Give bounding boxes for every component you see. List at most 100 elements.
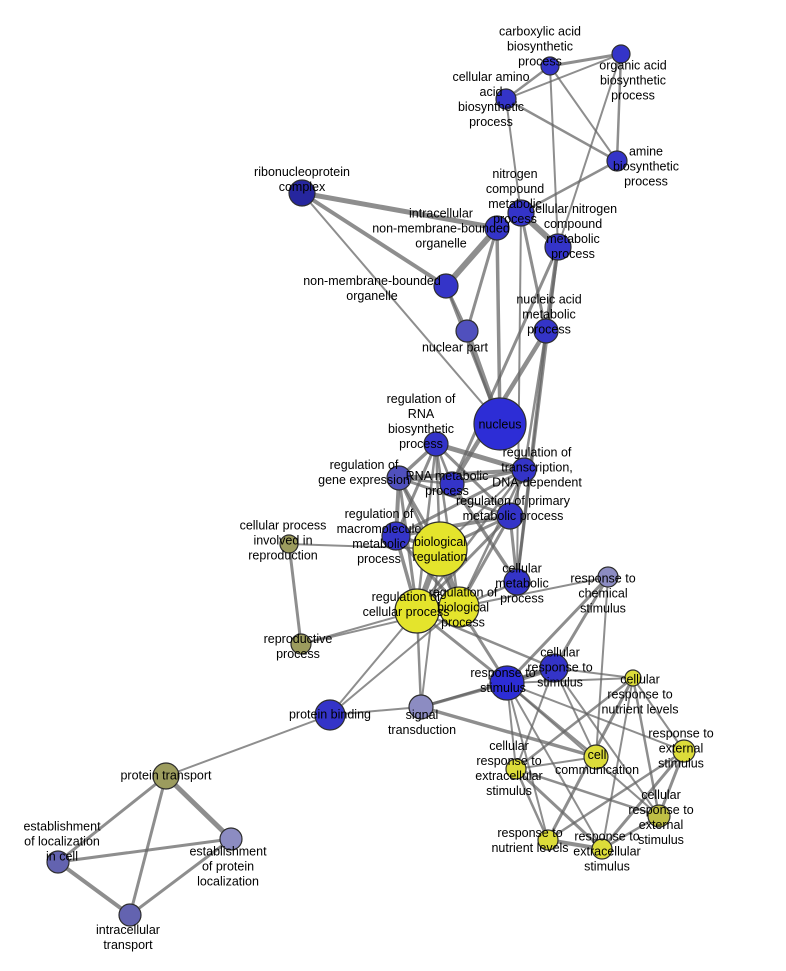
node-non-membrane-bounded-organelle[interactable] bbox=[433, 273, 459, 299]
node-amine-biosynthetic-process[interactable] bbox=[606, 150, 628, 172]
edge-cellular-response-to-nutrient-levels--cellular-response-to-extracellular-stimulus[interactable] bbox=[514, 676, 635, 771]
edge-response-to-extracellular-stimulus--cellular-response-to-extracellular-stimulus[interactable] bbox=[514, 767, 604, 851]
edge-regulation-of-gene-expression--regulation-of-primary-metabolic-process[interactable] bbox=[397, 476, 512, 518]
node-nucleus[interactable] bbox=[473, 397, 527, 451]
node-biological-regulation[interactable] bbox=[412, 521, 468, 577]
node-establishment-of-protein-localization[interactable] bbox=[219, 827, 243, 851]
edge-protein-transport--establishment-of-protein-localization[interactable] bbox=[163, 773, 234, 842]
edge-regulation-of-transcription-dna-dependent--regulation-of-macromolecule-metabolic-process[interactable] bbox=[394, 468, 526, 538]
node-cellular-response-to-extracellular-stimulus[interactable] bbox=[505, 758, 527, 780]
node-cellular-response-to-external-stimulus[interactable] bbox=[647, 804, 671, 828]
edge-cellular-response-to-stimulus--regulation-of-cellular-process[interactable] bbox=[415, 609, 556, 670]
edge-intracellular-non-membrane-bounded-organelle--non-membrane-bounded-organelle[interactable] bbox=[443, 225, 500, 289]
edge-cellular-response-to-stimulus--cellular-response-to-extracellular-stimulus[interactable] bbox=[515, 667, 555, 770]
edge-cellular-response-to-stimulus--cell-communication[interactable] bbox=[553, 667, 597, 758]
edge-intracellular-non-membrane-bounded-organelle--nuclear-part[interactable] bbox=[465, 226, 499, 333]
node-regulation-of-transcription-dna-dependent[interactable] bbox=[511, 457, 537, 483]
edge-cellular-response-to-extracellular-stimulus--cellular-response-to-external-stimulus[interactable] bbox=[514, 767, 661, 818]
node-response-to-chemical-stimulus[interactable] bbox=[597, 566, 619, 588]
edge-cellular-process-involved-in-reproduction--reproductive-process[interactable] bbox=[287, 542, 303, 646]
node-response-to-nutrient-levels[interactable] bbox=[537, 829, 559, 851]
edge-response-to-nutrient-levels--cellular-response-to-extracellular-stimulus[interactable] bbox=[514, 767, 550, 842]
node-protein-transport[interactable] bbox=[152, 762, 180, 790]
edge-regulation-of-transcription-dna-dependent--regulation-of-gene-expression[interactable] bbox=[397, 468, 526, 480]
node-intracellular-transport[interactable] bbox=[118, 903, 142, 927]
node-organic-acid-biosynthetic-process[interactable] bbox=[611, 44, 631, 64]
edge-cellular-response-to-nutrient-levels--cellular-response-to-external-stimulus[interactable] bbox=[631, 676, 661, 818]
node-response-to-stimulus[interactable] bbox=[489, 665, 525, 701]
node-response-to-external-stimulus[interactable] bbox=[672, 739, 696, 763]
edge-response-to-chemical-stimulus--cell-communication[interactable] bbox=[595, 576, 609, 758]
edge-cellular-amino-acid-biosynthetic-process--organic-acid-biosynthetic-process[interactable] bbox=[505, 53, 622, 100]
edge-response-to-external-stimulus--cellular-response-to-external-stimulus[interactable] bbox=[657, 749, 686, 818]
edge-intracellular-non-membrane-bounded-organelle--nucleus[interactable] bbox=[495, 226, 502, 426]
edge-regulation-of-rna-biosynthetic-process--regulation-of-transcription-dna-dependent[interactable] bbox=[433, 441, 527, 473]
edge-ribonucleoprotein-complex--nucleus[interactable] bbox=[301, 192, 501, 425]
edge-response-to-stimulus--cellular-response-to-external-stimulus[interactable] bbox=[506, 682, 660, 817]
edge-cellular-amino-acid-biosynthetic-process--amine-biosynthetic-process[interactable] bbox=[504, 97, 619, 163]
edge-carboxylic-acid-biosynthetic-process--organic-acid-biosynthetic-process[interactable] bbox=[548, 52, 623, 68]
edge-protein-binding--protein-transport[interactable] bbox=[165, 714, 331, 777]
node-nitrogen-compound-metabolic-process[interactable] bbox=[507, 199, 535, 227]
node-regulation-of-rna-biosynthetic-process[interactable] bbox=[423, 431, 449, 457]
node-signal-transduction[interactable] bbox=[408, 694, 434, 720]
edge-amine-biosynthetic-process--nitrogen-compound-metabolic-process[interactable] bbox=[519, 159, 619, 215]
edge-cellular-response-to-stimulus--response-to-chemical-stimulus[interactable] bbox=[552, 575, 610, 670]
edge-cellular-amino-acid-biosynthetic-process--nitrogen-compound-metabolic-process[interactable] bbox=[505, 98, 522, 214]
edge-signal-transduction--cell-communication[interactable] bbox=[419, 705, 598, 759]
edge-response-to-stimulus--response-to-external-stimulus[interactable] bbox=[506, 682, 685, 752]
node-nucleic-acid-metabolic-process[interactable] bbox=[533, 318, 559, 344]
node-nuclear-part[interactable] bbox=[455, 319, 479, 343]
node-cellular-amino-acid-biosynthetic-process[interactable] bbox=[495, 88, 517, 110]
edge-organic-acid-biosynthetic-process--amine-biosynthetic-process[interactable] bbox=[615, 52, 623, 163]
node-cellular-nitrogen-compound-metabolic-process[interactable] bbox=[544, 233, 572, 261]
edge-cellular-response-to-nutrient-levels--response-to-external-stimulus[interactable] bbox=[632, 677, 685, 752]
edge-ribonucleoprotein-complex--non-membrane-bounded-organelle[interactable] bbox=[300, 191, 448, 288]
node-cellular-response-to-nutrient-levels[interactable] bbox=[624, 669, 642, 687]
node-regulation-of-primary-metabolic-process[interactable] bbox=[496, 502, 524, 530]
node-response-to-extracellular-stimulus[interactable] bbox=[591, 838, 613, 860]
edge-cellular-response-to-stimulus--cellular-response-to-external-stimulus[interactable] bbox=[553, 667, 660, 817]
edge-response-to-chemical-stimulus--regulation-of-biological-process[interactable] bbox=[458, 576, 609, 608]
edge-protein-transport--establishment-of-localization-in-cell[interactable] bbox=[56, 774, 168, 864]
node-regulation-of-biological-process[interactable] bbox=[438, 586, 480, 628]
edge-response-to-stimulus--response-to-chemical-stimulus[interactable] bbox=[505, 575, 610, 685]
node-cellular-process-involved-in-reproduction[interactable] bbox=[279, 534, 299, 554]
node-reproductive-process[interactable] bbox=[290, 633, 312, 655]
edge-regulation-of-transcription-dna-dependent--regulation-of-biological-process[interactable] bbox=[457, 468, 526, 609]
node-rna-metabolic-process[interactable] bbox=[439, 471, 465, 497]
edge-cellular-nitrogen-compound-metabolic-process--rna-metabolic-process[interactable] bbox=[450, 245, 560, 486]
node-cellular-metabolic-process[interactable] bbox=[503, 568, 531, 596]
edge-cell-communication--cellular-response-to-extracellular-stimulus[interactable] bbox=[515, 756, 597, 770]
edge-response-to-stimulus--response-to-extracellular-stimulus[interactable] bbox=[506, 682, 603, 850]
node-cell-communication[interactable] bbox=[583, 744, 609, 770]
node-ribonucleoprotein-complex[interactable] bbox=[288, 179, 316, 207]
node-carboxylic-acid-biosynthetic-process[interactable] bbox=[540, 56, 560, 76]
edge-protein-transport--intracellular-transport[interactable] bbox=[128, 774, 168, 917]
node-regulation-of-macromolecule-metabolic-process[interactable] bbox=[381, 521, 411, 551]
edge-response-to-extracellular-stimulus--response-to-external-stimulus[interactable] bbox=[600, 749, 686, 851]
edge-carboxylic-acid-biosynthetic-process--cellular-nitrogen-compound-metabolic-process[interactable] bbox=[549, 65, 559, 248]
edge-protein-binding--regulation-of-biological-process[interactable] bbox=[329, 606, 460, 716]
node-establishment-of-localization-in-cell[interactable] bbox=[46, 850, 70, 874]
edge-carboxylic-acid-biosynthetic-process--amine-biosynthetic-process[interactable] bbox=[549, 65, 618, 162]
node-protein-binding[interactable] bbox=[314, 699, 346, 731]
node-cellular-response-to-stimulus[interactable] bbox=[539, 653, 569, 683]
edge-rna-metabolic-process--cellular-metabolic-process[interactable] bbox=[450, 482, 519, 584]
edge-nitrogen-compound-metabolic-process--nucleic-acid-metabolic-process[interactable] bbox=[519, 211, 548, 333]
edge-organic-acid-biosynthetic-process--cellular-nitrogen-compound-metabolic-process[interactable] bbox=[557, 53, 622, 248]
edge-regulation-of-rna-biosynthetic-process--regulation-of-macromolecule-metabolic-process[interactable] bbox=[394, 442, 438, 538]
edge-cellular-response-to-nutrient-levels--response-to-extracellular-stimulus[interactable] bbox=[601, 677, 634, 850]
node-regulation-of-gene-expression[interactable] bbox=[386, 465, 412, 491]
edge-establishment-of-localization-in-cell--intracellular-transport[interactable] bbox=[56, 860, 132, 917]
node-intracellular-non-membrane-bounded-organelle[interactable] bbox=[484, 215, 510, 241]
edge-response-to-stimulus--cellular-response-to-nutrient-levels[interactable] bbox=[506, 677, 634, 684]
edge-ribonucleoprotein-complex--intracellular-non-membrane-bounded-organelle[interactable] bbox=[299, 190, 500, 231]
edge-nucleic-acid-metabolic-process--cellular-metabolic-process[interactable] bbox=[515, 329, 548, 584]
edge-establishment-of-localization-in-cell--establishment-of-protein-localization[interactable] bbox=[56, 837, 233, 864]
edge-response-to-nutrient-levels--response-to-external-stimulus[interactable] bbox=[546, 749, 686, 842]
edge-cellular-response-to-stimulus--signal-transduction[interactable] bbox=[419, 666, 556, 709]
edge-establishment-of-protein-localization--intracellular-transport[interactable] bbox=[128, 837, 233, 917]
